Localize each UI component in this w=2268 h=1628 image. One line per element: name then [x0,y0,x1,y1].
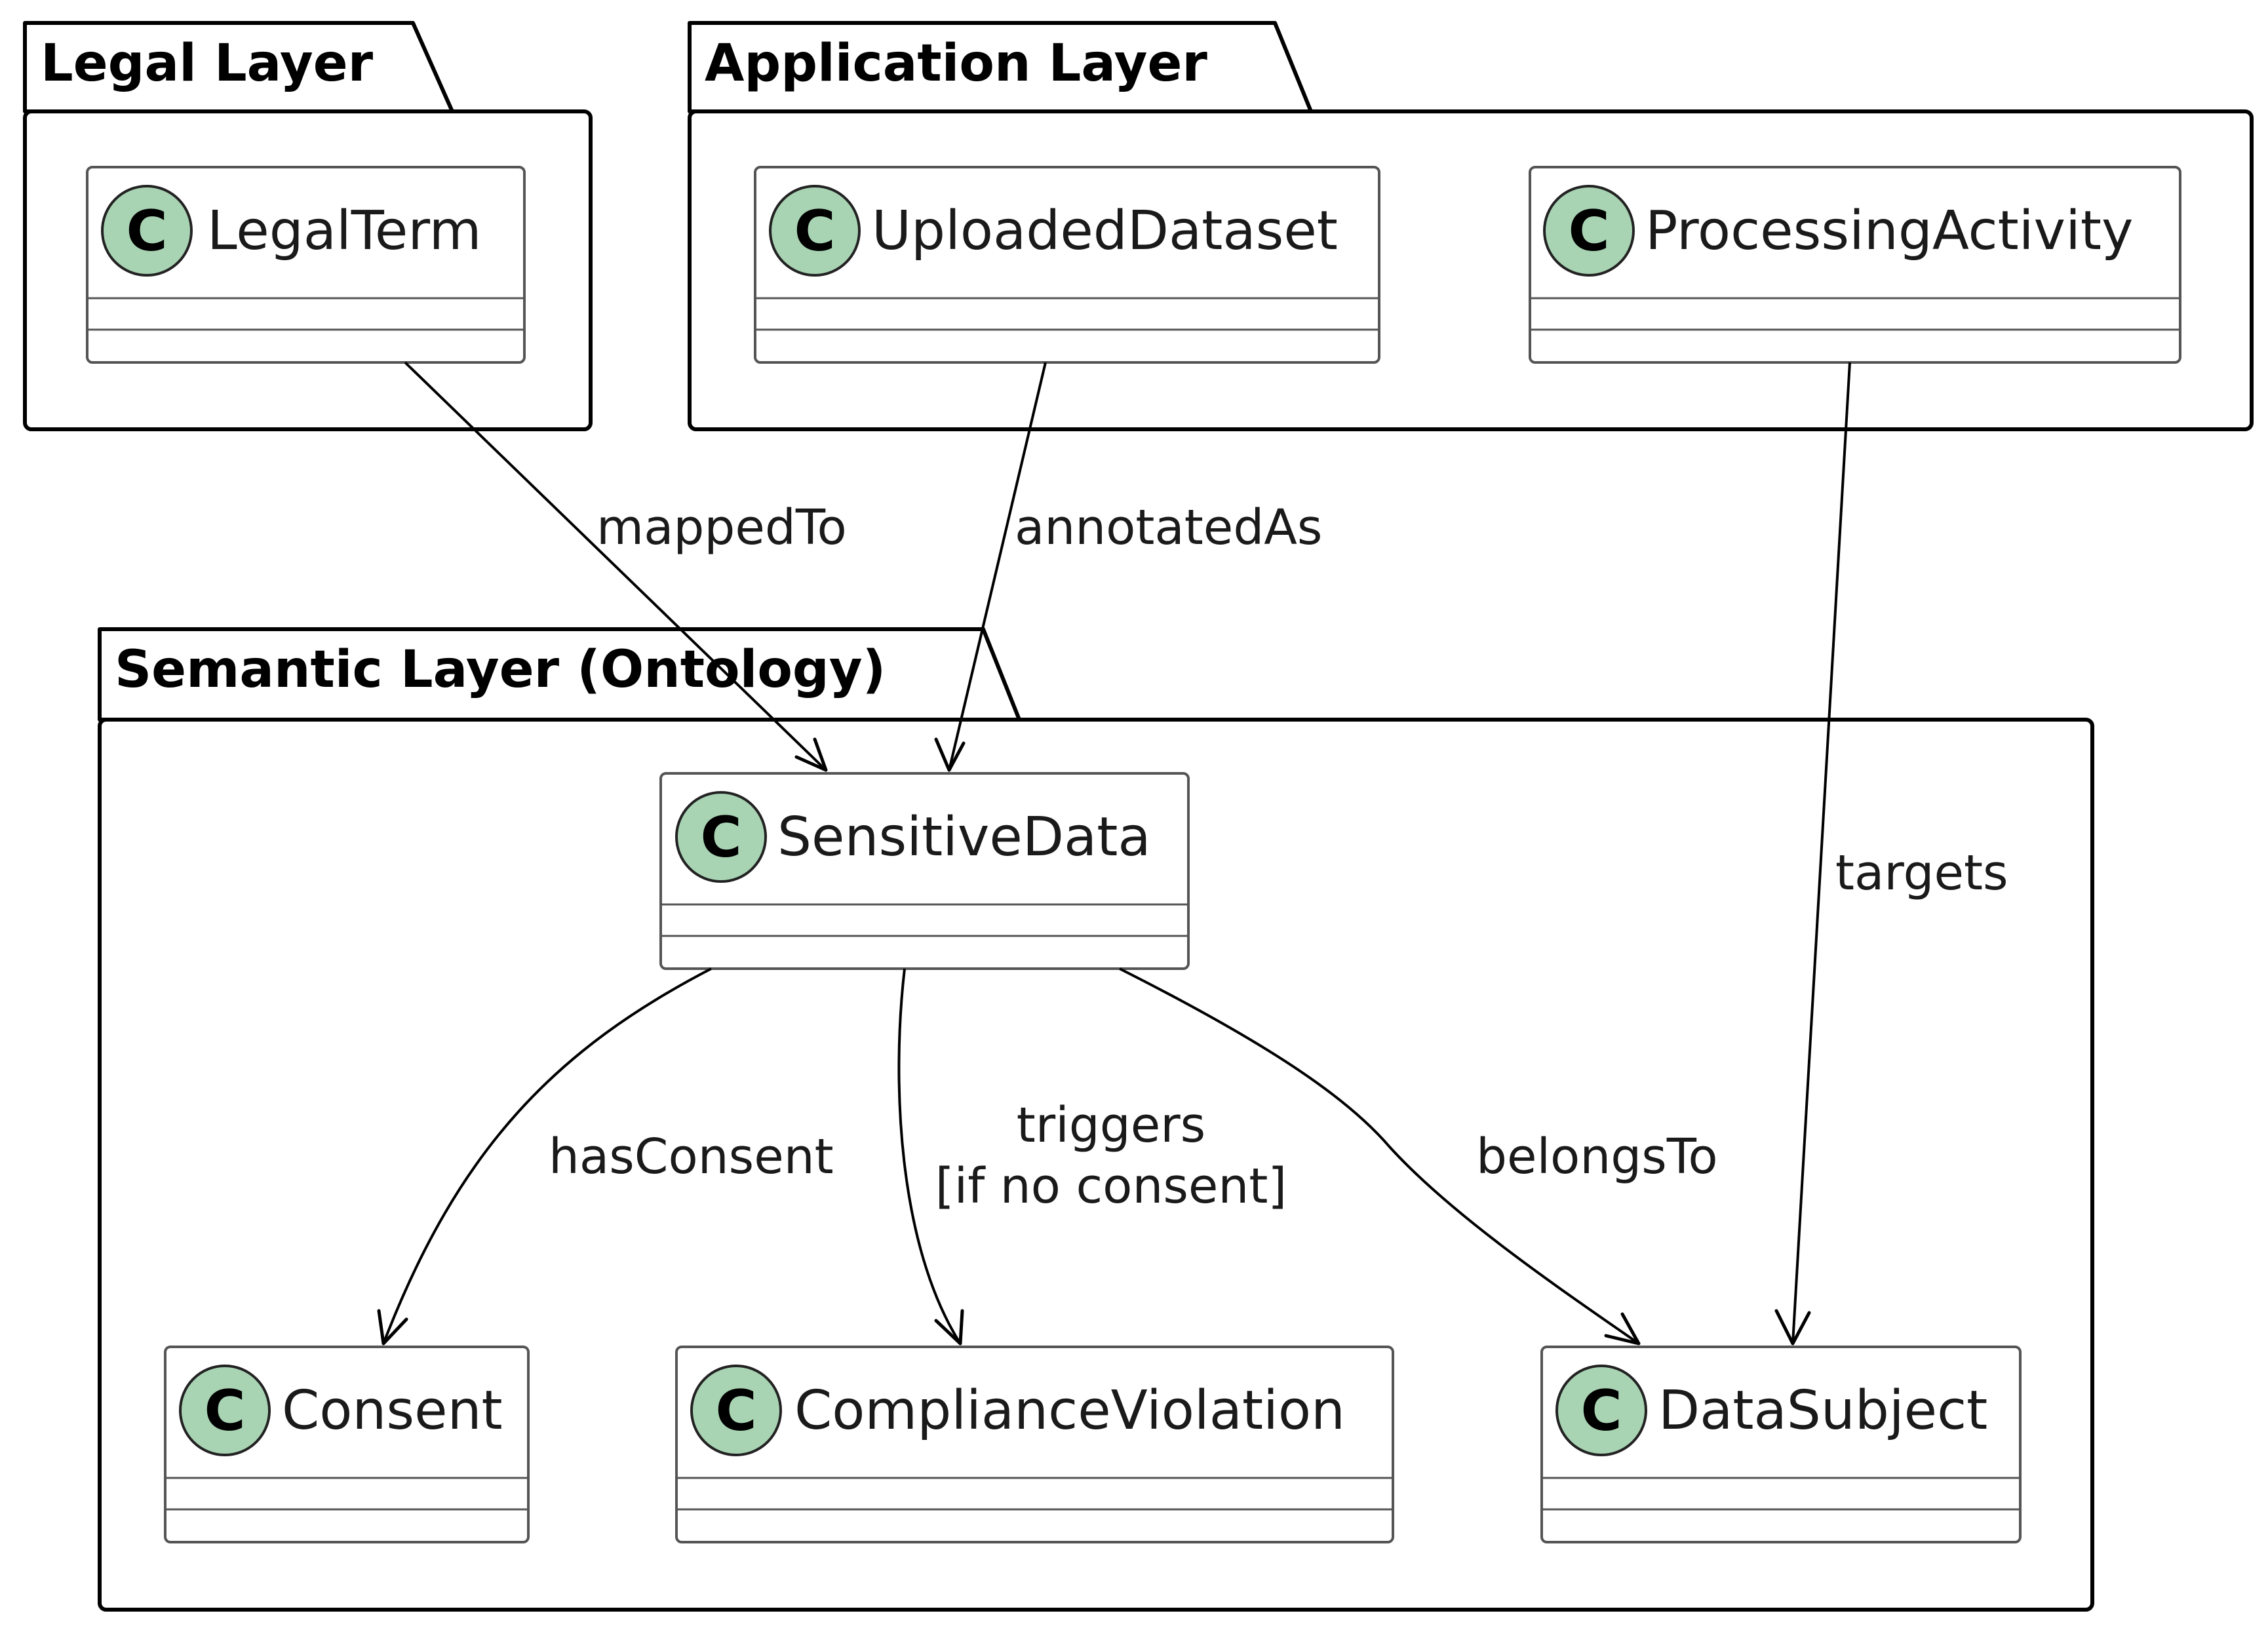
class-box [1540,1346,2022,1543]
class-name: DataSubject [1658,1380,1987,1442]
class-uploaded-dataset[interactable]: C UploadedDataset [754,166,1380,364]
relation-mapped-to: mappedTo [404,361,847,772]
class-stereotype: C [126,199,167,264]
package-title: Application Layer [705,34,1207,93]
class-name: ComplianceViolation [794,1380,1345,1442]
edge-line [948,362,1047,771]
class-box [86,166,526,364]
arrowhead-icon [934,737,966,772]
class-stereotype: C [204,1378,245,1444]
edge-line [404,361,827,771]
class-sensitive-data[interactable]: C SensitiveData [659,772,1190,970]
relation-belongs-to: belongsTo [1119,967,1718,1346]
edge-label-line-2: [if no consent] [935,1158,1287,1214]
edge-line [382,967,712,1344]
edge-label: hasConsent [549,1129,834,1185]
class-c-icon [675,791,767,883]
class-name: LegalTerm [207,200,482,262]
relation-annotated-as: annotatedAs [934,362,1322,772]
class-stereotype: C [794,199,835,264]
class-name: ProcessingActivity [1645,200,2134,262]
class-c-icon [769,185,861,277]
class-c-icon [1543,185,1635,277]
arrowhead-icon [934,1309,964,1346]
edge-label: mappedTo [596,499,847,556]
class-stereotype: C [700,805,741,870]
arrowhead-icon [1604,1312,1641,1346]
class-box [659,772,1190,970]
class-data-subject[interactable]: C DataSubject [1540,1346,2022,1543]
class-name: Consent [282,1380,503,1442]
edge-label: annotatedAs [1015,499,1322,556]
class-processing-activity[interactable]: C ProcessingActivity [1529,166,2181,364]
class-compliance-violation[interactable]: C ComplianceViolation [675,1346,1394,1543]
class-name: UploadedDataset [872,200,1338,262]
edge-label-line-1: triggers [1017,1097,1205,1153]
class-box [1529,166,2181,364]
package-title: Legal Layer [41,34,374,93]
arrowhead-icon [377,1309,408,1346]
relation-targets: targets [1774,362,2008,1346]
class-legal-term[interactable]: C LegalTerm [86,166,526,364]
class-box [675,1346,1394,1543]
edge-label: belongsTo [1476,1129,1718,1185]
relation-triggers: triggers [if no consent] [897,968,1287,1346]
class-c-icon [1555,1365,1647,1456]
arrowhead-icon [794,737,828,772]
class-c-icon [101,185,193,277]
edge-line [897,968,962,1345]
edge-line [1119,967,1640,1345]
package-title: Semantic Layer (Ontology) [115,640,886,699]
relation-has-consent: hasConsent [377,967,834,1346]
edge-line [1791,362,1851,1344]
class-stereotype: C [715,1378,756,1444]
class-c-icon [179,1365,271,1456]
class-box [754,166,1380,364]
class-c-icon [690,1365,782,1456]
class-stereotype: C [1568,199,1609,264]
class-stereotype: C [1580,1378,1622,1444]
class-consent[interactable]: C Consent [164,1346,530,1543]
class-name: SensitiveData [777,806,1151,868]
edge-label: targets [1835,845,2008,901]
arrowhead-icon [1774,1309,1811,1346]
